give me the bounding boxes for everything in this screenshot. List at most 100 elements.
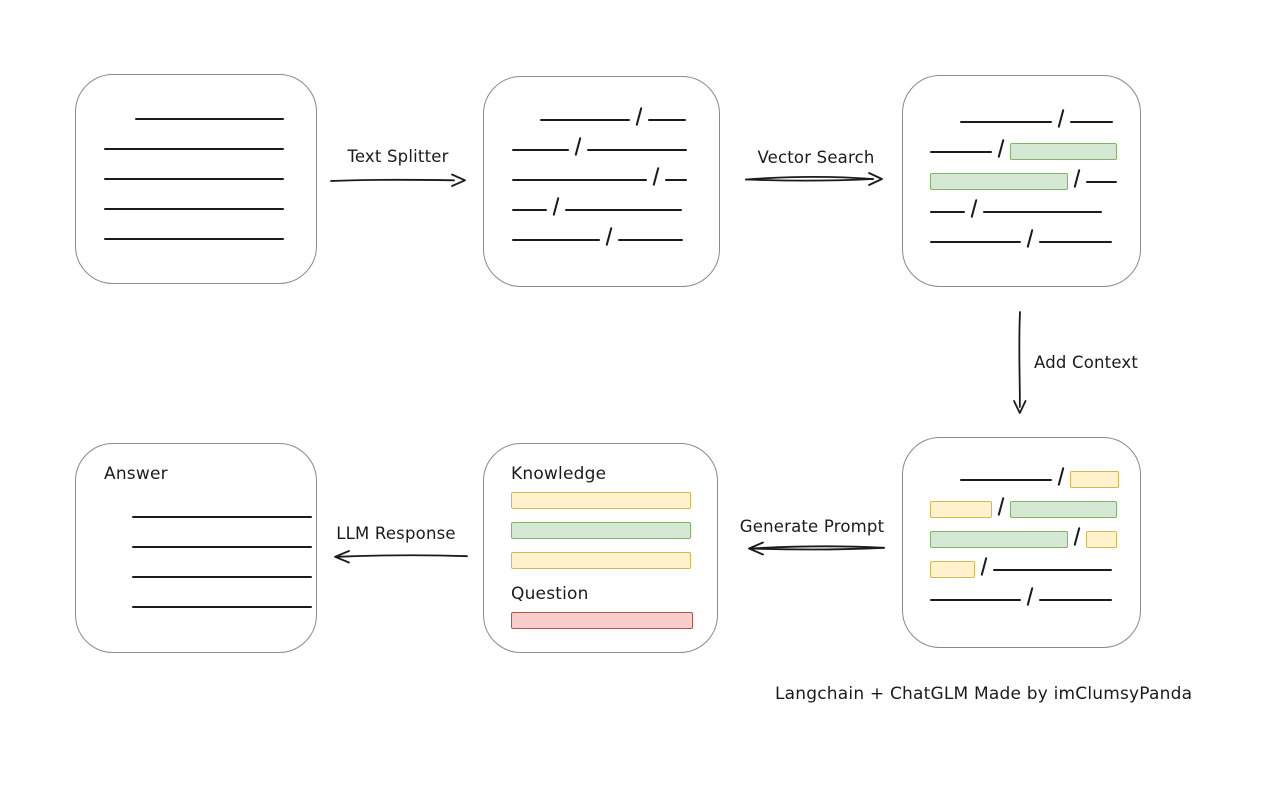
- generate-prompt-label: Generate Prompt: [739, 517, 885, 536]
- line-segment: [540, 119, 630, 121]
- chip-green-segment: [1010, 143, 1118, 160]
- slash-segment: [1057, 467, 1065, 486]
- line-segment: [132, 546, 312, 548]
- slash-segment: [980, 557, 988, 576]
- llm-response-label: LLM Response: [336, 524, 456, 543]
- node-source-document: [75, 74, 317, 284]
- line-segment: [930, 599, 1021, 601]
- line-segment: [132, 606, 312, 608]
- slash-segment: [574, 137, 582, 156]
- text-line-row: [930, 458, 1140, 488]
- node-prompt: Knowledge Question: [483, 443, 718, 653]
- document-lines: [903, 76, 1140, 250]
- slash-segment: [605, 227, 613, 246]
- slash-segment: [1026, 229, 1034, 248]
- line-segment: [648, 119, 687, 121]
- text-splitter-arrow-icon: [330, 173, 466, 187]
- chip-yellow-segment: [1086, 531, 1118, 548]
- text-line-row: [104, 127, 316, 157]
- prompt-content: Knowledge Question: [484, 444, 717, 629]
- red-highlight-bar: [511, 612, 693, 629]
- slash-segment: [652, 167, 660, 186]
- line-segment: [618, 239, 684, 241]
- text-line-row: [512, 98, 719, 128]
- chip-green-segment: [1010, 501, 1118, 518]
- line-segment: [104, 238, 284, 240]
- slash-segment: [997, 139, 1005, 158]
- line-segment: [512, 149, 569, 151]
- text-line-row: [132, 495, 316, 525]
- slash-segment: [1057, 109, 1065, 128]
- vector-search-label: Vector Search: [757, 148, 875, 167]
- chip-green-segment: [930, 173, 1068, 190]
- line-segment: [512, 239, 600, 241]
- text-line-row: [512, 188, 719, 218]
- text-line-row: [132, 555, 316, 585]
- text-line-row: [512, 218, 719, 248]
- line-segment: [1039, 241, 1113, 243]
- line-segment: [132, 576, 312, 578]
- slash-segment: [997, 497, 1005, 516]
- text-line-row: [512, 158, 719, 188]
- line-segment: [993, 569, 1113, 571]
- slash-segment: [1073, 527, 1081, 546]
- text-line-row: [104, 157, 316, 187]
- slash-segment: [970, 199, 978, 218]
- line-segment: [132, 516, 312, 518]
- slash-segment: [552, 197, 560, 216]
- text-line-row: [930, 130, 1140, 160]
- chip-yellow-segment: [930, 561, 975, 578]
- text-line-row: [104, 217, 316, 247]
- node-context-chunks: [902, 437, 1141, 648]
- text-line-row: [930, 220, 1140, 250]
- answer-content: Answer: [76, 444, 316, 615]
- line-segment: [960, 121, 1052, 123]
- node-answer: Answer: [75, 443, 317, 653]
- text-line-row: [132, 585, 316, 615]
- line-segment: [565, 209, 683, 211]
- text-line-row: [930, 160, 1140, 190]
- chip-yellow-segment: [930, 501, 992, 518]
- credit-text: Langchain + ChatGLM Made by imClumsyPand…: [775, 684, 1193, 704]
- line-segment: [930, 211, 965, 213]
- text-line-row: [930, 100, 1140, 130]
- line-segment: [135, 118, 284, 120]
- document-lines: [484, 77, 719, 248]
- document-lines: [104, 495, 316, 615]
- vector-search-arrow-icon: [745, 172, 883, 186]
- add-context-label: Add Context: [1034, 353, 1139, 372]
- line-segment: [1086, 181, 1118, 183]
- question-label: Question: [511, 584, 589, 604]
- text-line-row: [104, 187, 316, 217]
- text-line-row: [930, 548, 1140, 578]
- line-segment: [960, 479, 1052, 481]
- line-segment: [930, 151, 992, 153]
- question-bars: [511, 612, 717, 629]
- text-line-row: [930, 518, 1140, 548]
- knowledge-label: Knowledge: [511, 464, 607, 484]
- line-segment: [1070, 121, 1114, 123]
- line-segment: [512, 209, 547, 211]
- slash-segment: [1073, 169, 1081, 188]
- line-segment: [104, 208, 284, 210]
- line-segment: [104, 178, 284, 180]
- yellow-highlight-bar: [511, 492, 691, 509]
- add-context-arrow-icon: [1013, 311, 1027, 414]
- knowledge-bars: [511, 492, 717, 569]
- text-line-row: [930, 488, 1140, 518]
- text-line-row: [930, 190, 1140, 220]
- text-line-row: [930, 578, 1140, 608]
- slash-segment: [1026, 587, 1034, 606]
- green-highlight-bar: [511, 522, 691, 539]
- node-vector-search-result: [902, 75, 1141, 287]
- yellow-highlight-bar: [511, 552, 691, 569]
- document-lines: [76, 75, 316, 247]
- text-splitter-label: Text Splitter: [347, 147, 449, 166]
- text-line-row: [512, 128, 719, 158]
- line-segment: [512, 179, 647, 181]
- line-segment: [1039, 599, 1113, 601]
- line-segment: [104, 148, 284, 150]
- text-line-row: [132, 525, 316, 555]
- llm-response-arrow-icon: [334, 550, 468, 564]
